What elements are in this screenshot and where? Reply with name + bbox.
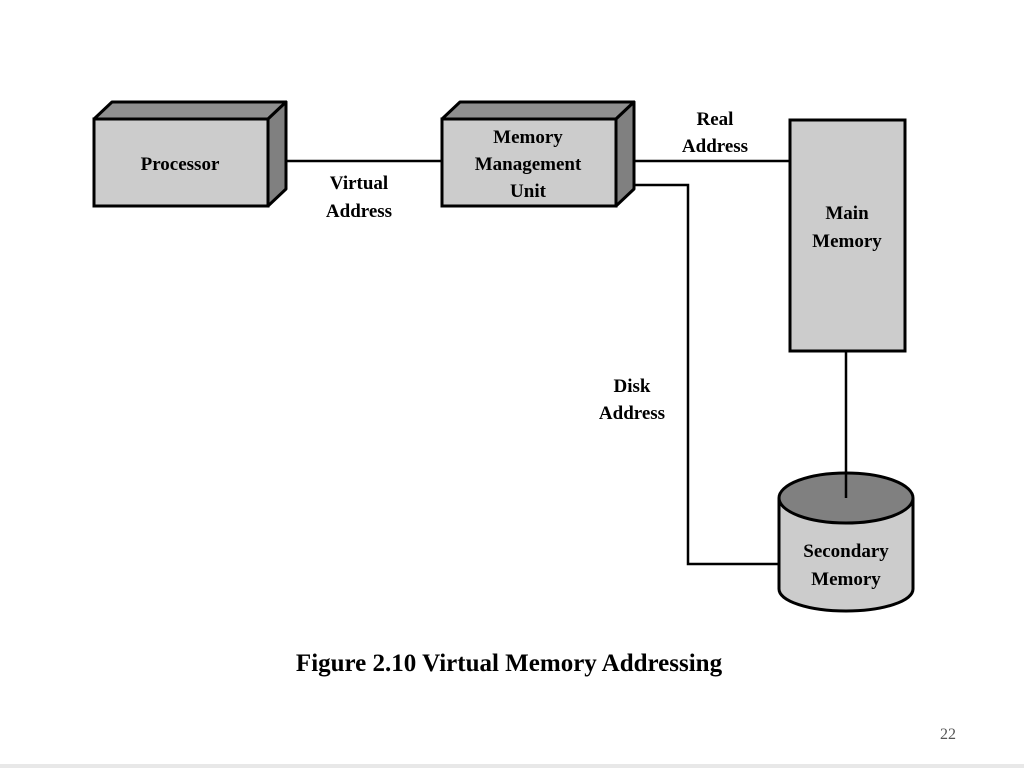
figure-caption: Figure 2.10 Virtual Memory Addressing <box>296 650 723 677</box>
page-number: 22 <box>940 726 956 743</box>
bottom-strip <box>0 764 1024 768</box>
secondary-memory-label-line2: Memory <box>811 569 881 590</box>
mmu-label-line3: Unit <box>510 181 547 202</box>
mmu-label-line1: Memory <box>493 127 563 148</box>
real-address-label-line1: Real <box>697 109 734 130</box>
mmu-label-line2: Management <box>475 154 582 175</box>
main-memory-box: Main Memory <box>788 118 907 353</box>
virtual-address-label-line1: Virtual <box>330 173 388 194</box>
main-memory-label-line2: Memory <box>812 231 882 252</box>
real-address-label-line2: Address <box>682 136 748 157</box>
secondary-memory-label-line1: Secondary <box>803 541 889 562</box>
disk-address-label-line1: Disk <box>614 376 651 397</box>
processor-label: Processor <box>141 154 220 175</box>
memory-management-unit-box: Memory Management Unit <box>440 100 636 208</box>
secondary-memory-cylinder: Secondary Memory <box>777 471 915 613</box>
virtual-address-label-line2: Address <box>326 201 392 222</box>
processor-box: Processor <box>92 100 288 208</box>
disk-address-label-line2: Address <box>599 403 665 424</box>
disk-address-connector <box>616 183 780 566</box>
main-memory-label-line1: Main <box>825 203 869 224</box>
